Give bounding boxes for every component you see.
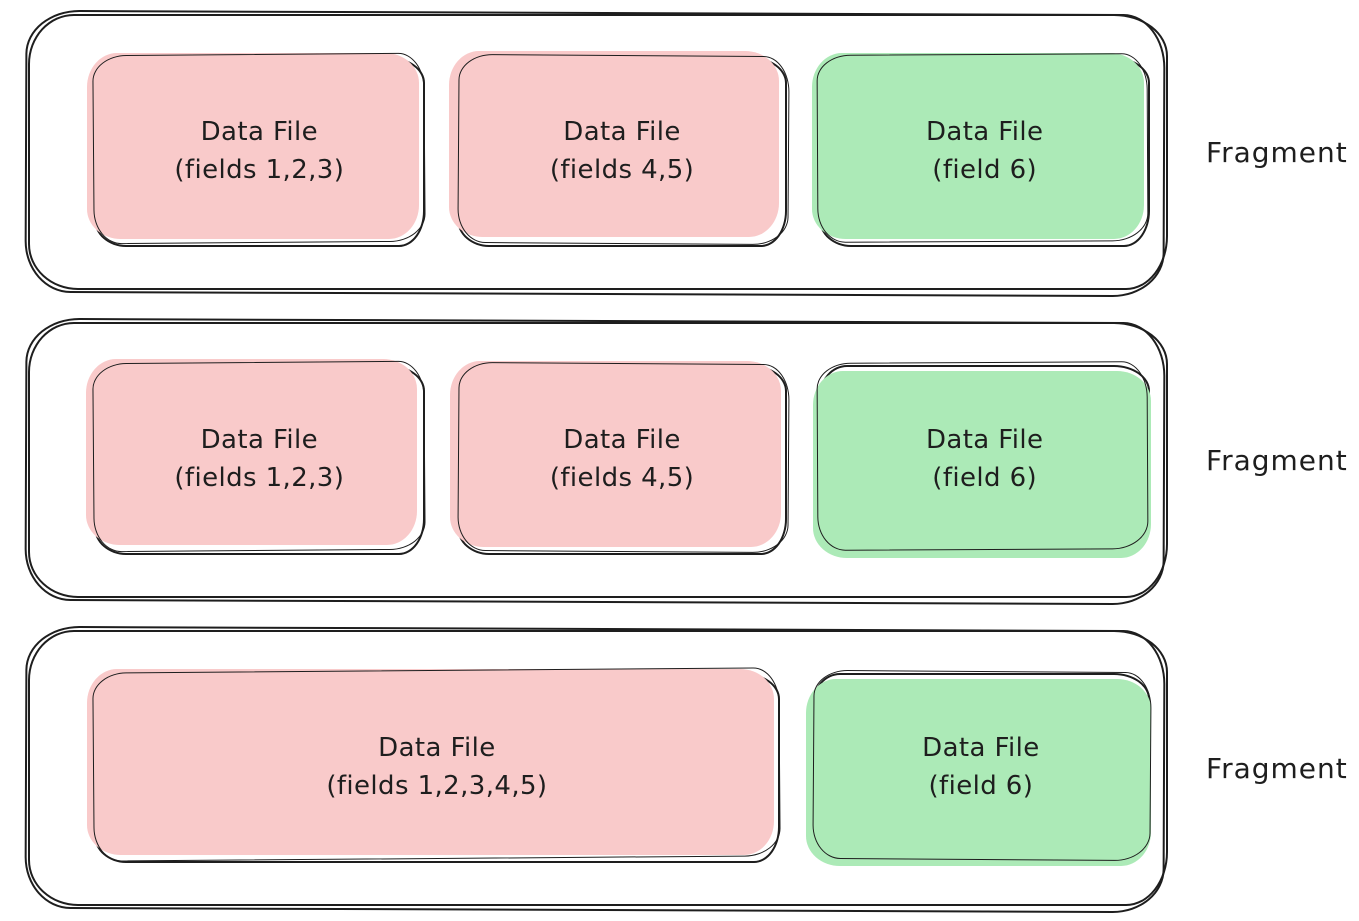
data-file-title: Data File <box>378 733 496 764</box>
data-file-box-field-6: Data File (field 6) <box>812 53 1151 247</box>
fragment-container-3: Data File (fields 1,2,3,4,5) Data File (… <box>28 630 1168 906</box>
fragment-label-2: Fragment <box>1206 443 1348 477</box>
data-file-box-fields-4-5: Data File (fields 4,5) <box>449 361 788 555</box>
data-file-fields: (fields 4,5) <box>549 155 695 185</box>
data-file-title: Data File <box>200 425 319 456</box>
data-file-box-fields-1-2-3: Data File (fields 1,2,3) <box>86 359 425 555</box>
data-file-fields: (fields 1,2,3,4,5) <box>326 771 548 801</box>
data-file-fields: (fields 1,2,3) <box>174 155 345 185</box>
data-file-fields: (fields 4,5) <box>549 463 695 493</box>
data-file-box-field-6: Data File (field 6) <box>813 365 1151 558</box>
data-file-title: Data File <box>925 425 1044 456</box>
data-file-box-fields-1-2-3: Data File (fields 1,2,3) <box>87 53 425 247</box>
data-file-box-fields-4-5: Data File (fields 4,5) <box>448 51 788 247</box>
fragment-row-3: Data File (fields 1,2,3,4,5) Data File (… <box>28 630 1348 906</box>
data-file-fields: (field 6) <box>932 155 1038 185</box>
fragment-container-1: Data File (fields 1,2,3) Data File (fiel… <box>28 14 1168 290</box>
fragment-rows: Data File (fields 1,2,3) Data File (fiel… <box>28 14 1348 906</box>
fragment-label-1: Fragment <box>1206 135 1348 169</box>
data-file-title: Data File <box>563 425 681 456</box>
data-file-title: Data File <box>563 117 681 148</box>
data-file-title: Data File <box>922 733 1040 764</box>
fragment-row-1: Data File (fields 1,2,3) Data File (fiel… <box>28 14 1348 290</box>
fragment-label-3: Fragment <box>1206 751 1348 785</box>
data-file-fields: (field 6) <box>928 771 1034 801</box>
data-file-box-field-6: Data File (field 6) <box>805 673 1152 866</box>
data-file-title: Data File <box>925 117 1044 148</box>
data-file-title: Data File <box>200 117 319 148</box>
data-file-fields: (field 6) <box>932 463 1038 493</box>
data-file-box-fields-1-2-3-4-5: Data File (fields 1,2,3,4,5) <box>87 669 780 863</box>
fragment-container-2: Data File (fields 1,2,3) Data File (fiel… <box>28 322 1168 598</box>
data-file-fields: (fields 1,2,3) <box>174 463 345 493</box>
fragment-row-2: Data File (fields 1,2,3) Data File (fiel… <box>28 322 1348 598</box>
